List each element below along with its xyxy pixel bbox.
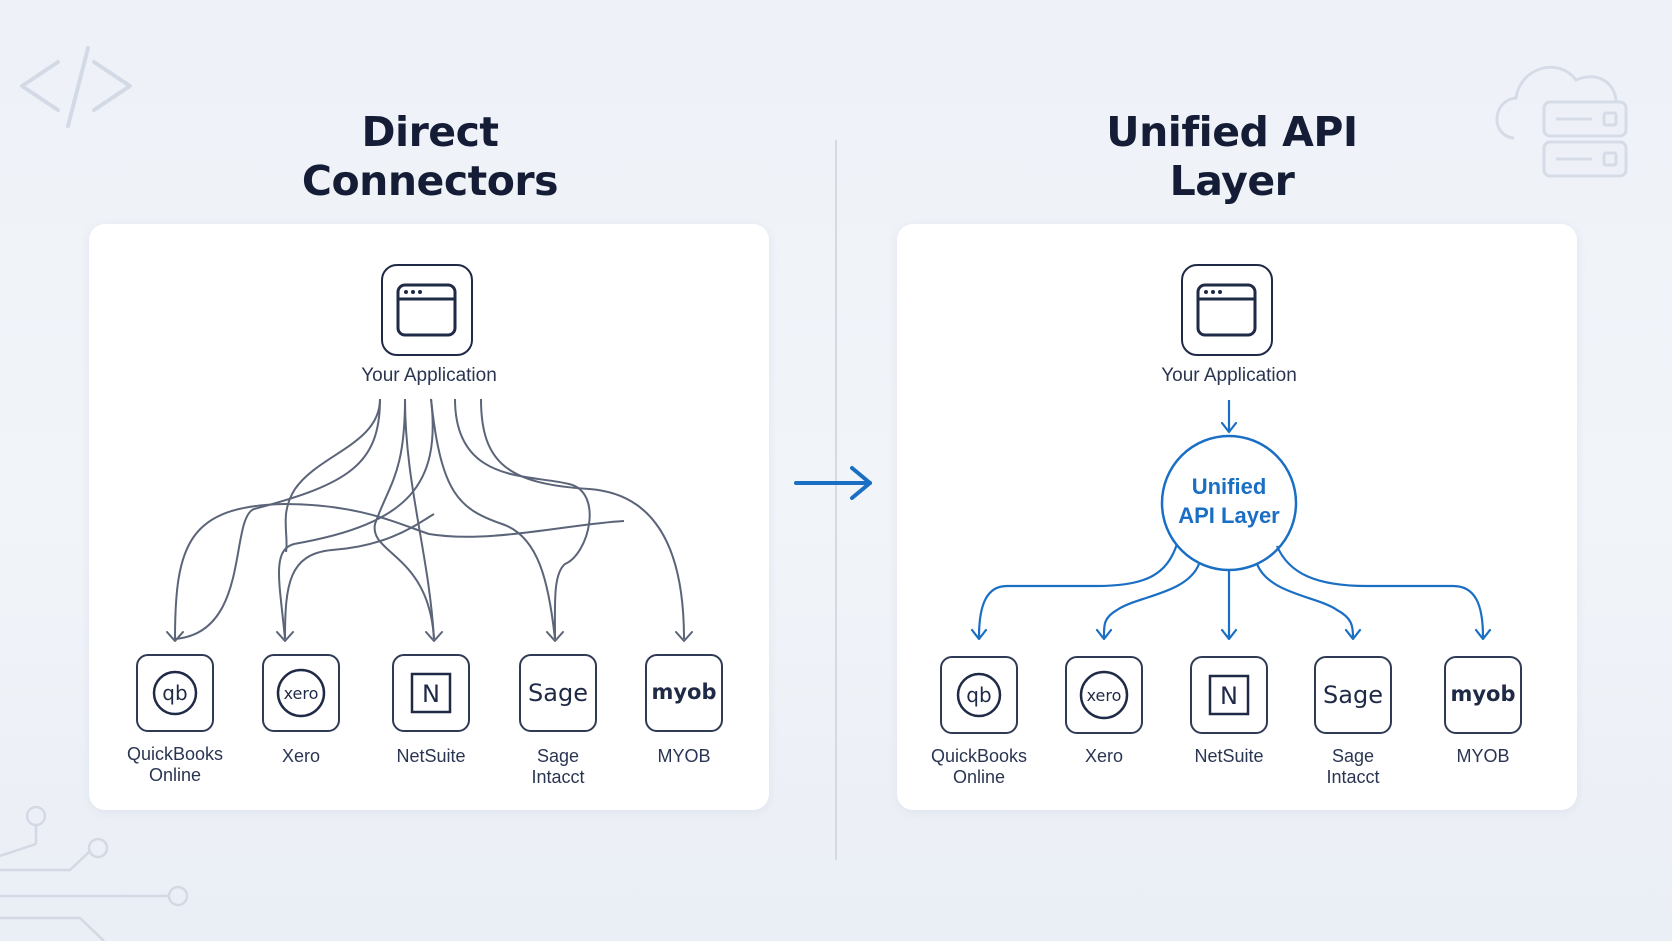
sage-logo-icon: Sage — [528, 679, 588, 707]
app-label: Your Application — [361, 365, 497, 386]
node-label-line: Intacct — [1326, 767, 1380, 787]
node-label: Xero — [231, 746, 371, 767]
quickbooks-logo-icon: qb — [956, 672, 1002, 718]
netsuite-node: N — [1190, 656, 1268, 734]
app-label: Your Application — [1161, 365, 1297, 386]
code-brackets-icon — [20, 46, 132, 128]
node-label-line: Xero — [281, 746, 321, 766]
node-label: QuickBooks Online — [105, 744, 245, 786]
unified-api-panel: Your Application Unified API Layer qb xe… — [897, 224, 1577, 810]
node-label-line: NetSuite — [1194, 746, 1264, 766]
logo-text: myob — [1450, 682, 1515, 706]
logo-text: Sage — [1323, 681, 1383, 709]
node-label-line: Sage — [1331, 746, 1375, 766]
node-label-line: QuickBooks — [126, 744, 224, 764]
node-label-line: Online — [952, 767, 1006, 787]
netsuite-logo-icon: N — [1208, 674, 1250, 716]
direct-connectors-title: Direct Connectors — [170, 108, 690, 206]
app-window-icon — [396, 283, 457, 337]
unified-api-title: Unified API Layer — [972, 108, 1492, 206]
title-line: Direct — [361, 108, 499, 156]
logo-text: xero — [284, 684, 319, 703]
unified-api-hub: Unified API Layer — [1129, 472, 1329, 530]
logo-text: N — [422, 680, 440, 708]
circuit-lines-icon — [0, 805, 189, 941]
node-label: NetSuite — [1159, 746, 1299, 767]
connector-wires — [166, 398, 693, 642]
cloud-server-icon — [1495, 65, 1628, 178]
node-label: Sage Intacct — [1283, 746, 1423, 788]
logo-text: N — [1220, 682, 1238, 710]
netsuite-logo-icon: N — [410, 672, 452, 714]
app-window-icon — [1196, 283, 1257, 337]
quickbooks-logo-icon: qb — [152, 670, 198, 716]
your-application-box — [1181, 264, 1273, 356]
title-line: Connectors — [301, 157, 559, 205]
myob-logo-icon: myob — [651, 680, 716, 704]
panel-divider — [835, 140, 837, 860]
myob-node: myob — [645, 654, 723, 732]
node-label: QuickBooks Online — [909, 746, 1049, 788]
node-label: NetSuite — [361, 746, 501, 767]
sage-node: Sage — [519, 654, 597, 732]
xero-logo-icon: xero — [276, 668, 326, 718]
logo-text: xero — [1087, 686, 1122, 705]
xero-node: xero — [1065, 656, 1143, 734]
hub-label-line: API Layer — [1178, 503, 1280, 528]
direct-connectors-panel: Your Application qb xero N Sage myob Qui… — [89, 224, 769, 810]
quickbooks-node: qb — [136, 654, 214, 732]
logo-text: Sage — [528, 679, 588, 707]
node-label: Sage Intacct — [488, 746, 628, 788]
node-label-line: Xero — [1084, 746, 1124, 766]
logo-text: myob — [651, 680, 716, 704]
node-label-line: MYOB — [1456, 746, 1510, 766]
logo-text: qb — [966, 683, 991, 707]
node-label-line: MYOB — [657, 746, 711, 766]
sage-node: Sage — [1314, 656, 1392, 734]
hub-label-line: Unified — [1191, 474, 1267, 499]
quickbooks-node: qb — [940, 656, 1018, 734]
node-label-line: NetSuite — [396, 746, 466, 766]
node-label-line: Intacct — [531, 767, 585, 787]
sage-logo-icon: Sage — [1323, 681, 1383, 709]
logo-text: qb — [162, 681, 187, 705]
node-label: Xero — [1034, 746, 1174, 767]
right-arrow-icon — [794, 466, 872, 500]
netsuite-node: N — [392, 654, 470, 732]
node-label-line: Online — [148, 765, 202, 785]
node-label-line: QuickBooks — [930, 746, 1028, 766]
xero-logo-icon: xero — [1079, 670, 1129, 720]
xero-node: xero — [262, 654, 340, 732]
title-line: Unified API — [1106, 108, 1358, 156]
title-line: Layer — [1169, 157, 1295, 205]
node-label: MYOB — [614, 746, 754, 767]
unified-wires — [970, 400, 1492, 641]
node-label: MYOB — [1413, 746, 1553, 767]
myob-node: myob — [1444, 656, 1522, 734]
your-application-box — [381, 264, 473, 356]
node-label-line: Sage — [536, 746, 580, 766]
myob-logo-icon: myob — [1450, 682, 1515, 706]
